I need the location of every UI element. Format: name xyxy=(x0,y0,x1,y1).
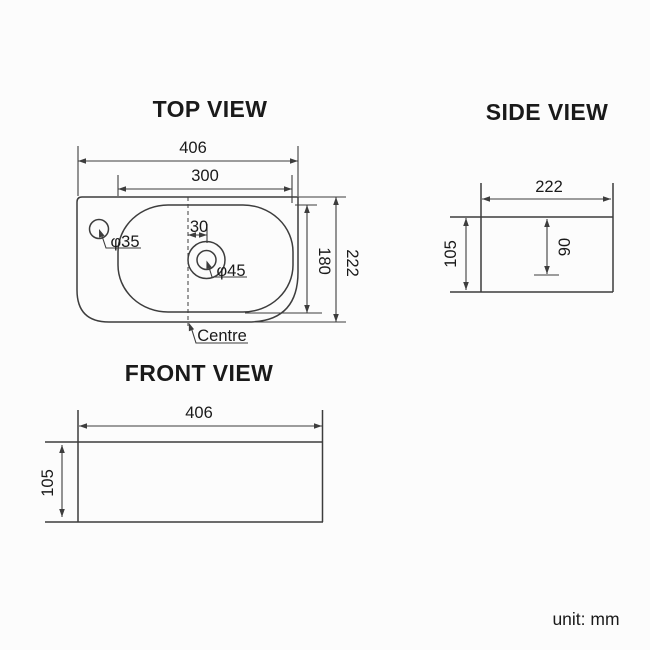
dim-label-side-depth: 222 xyxy=(535,178,563,196)
arrowhead xyxy=(314,423,322,429)
centre-leader-line xyxy=(190,326,248,344)
faucet-hole-circle xyxy=(88,218,110,240)
leader-arrowhead xyxy=(99,229,105,238)
arrowhead xyxy=(188,232,196,238)
arrowhead xyxy=(482,196,490,202)
arrowhead xyxy=(463,218,469,226)
dim-label-basin-width: 300 xyxy=(191,167,219,185)
side-view-title: SIDE VIEW xyxy=(485,99,609,125)
front-view-title: FRONT VIEW xyxy=(124,360,274,386)
leader-arrowhead xyxy=(188,322,195,332)
arrowhead xyxy=(304,205,310,213)
top-view-title: TOP VIEW xyxy=(152,96,268,122)
dim-label-front-height: 105 xyxy=(39,469,57,497)
dim-label-basin-depth: 180 xyxy=(315,247,333,275)
arrowhead xyxy=(79,423,87,429)
dim-label-overall-depth: 222 xyxy=(343,249,361,277)
dim-label-drain-drop: 90 xyxy=(556,237,574,257)
arrowhead xyxy=(284,186,292,192)
arrowhead xyxy=(290,158,298,164)
centre-label: Centre xyxy=(197,327,247,345)
top-view-outline xyxy=(76,196,299,323)
front-view-drawing xyxy=(45,410,324,523)
arrowhead xyxy=(304,305,310,313)
basin-rim xyxy=(117,204,294,313)
top-view-drawing xyxy=(76,146,346,344)
arrowhead xyxy=(78,158,86,164)
leader-arrowhead xyxy=(206,260,212,269)
drain-leader-line xyxy=(207,263,247,278)
arrowhead xyxy=(199,232,207,238)
drain-inner-circle xyxy=(196,249,217,271)
arrowhead xyxy=(603,196,611,202)
faucet-hole-label: φ35 xyxy=(110,233,140,251)
arrowhead xyxy=(118,186,126,192)
dim-label-side-height: 105 xyxy=(442,240,460,268)
dim-label-overall-width-top: 406 xyxy=(179,139,207,157)
arrowhead xyxy=(59,509,65,517)
arrowhead xyxy=(544,266,550,274)
dim-label-drain-offset: 30 xyxy=(189,218,209,236)
faucet-leader-line xyxy=(100,232,141,249)
arrowhead xyxy=(463,282,469,290)
dim-label-front-width: 406 xyxy=(185,404,213,422)
side-view-drawing xyxy=(450,183,614,293)
arrowhead xyxy=(544,219,550,227)
arrowhead xyxy=(59,445,65,453)
unit-note: unit: mm xyxy=(552,609,620,629)
arrowhead xyxy=(333,197,339,205)
arrowhead xyxy=(333,314,339,322)
drain-dia-label: φ45 xyxy=(216,262,246,280)
